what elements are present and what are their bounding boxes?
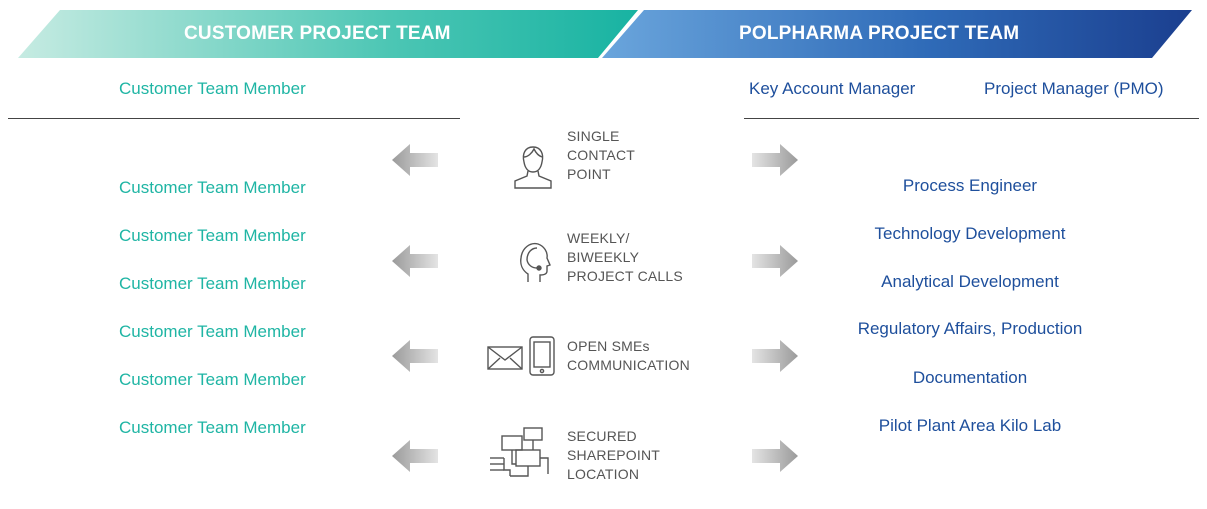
channel-line: POINT <box>567 166 611 182</box>
arrow-right-icon <box>752 340 798 372</box>
channel-line: SECURED <box>567 428 637 444</box>
customer-header-label: Customer Team Member <box>119 79 306 98</box>
polpharma-role: Analytical Development <box>881 272 1059 291</box>
channel-line: WEEKLY/ <box>567 230 630 246</box>
channel-sme-communication: OPEN SMEs COMMUNICATION <box>567 337 690 375</box>
polpharma-banner-shape <box>602 10 1192 58</box>
channel-single-contact: SINGLE CONTACT POINT <box>567 127 635 184</box>
customer-member: Customer Team Member <box>119 178 306 197</box>
headset-icon <box>520 242 551 282</box>
customer-member: Customer Team Member <box>119 226 306 245</box>
arrow-left-icon <box>392 440 438 472</box>
arrow-right-icon <box>752 245 798 277</box>
polpharma-banner: POLPHARMA PROJECT TEAM <box>602 10 1192 58</box>
customer-header-rule <box>8 118 460 119</box>
polpharma-role: Regulatory Affairs, Production <box>857 319 1083 338</box>
polpharma-role: Technology Development <box>874 224 1066 243</box>
arrow-left-icon <box>392 245 438 277</box>
customer-member: Customer Team Member <box>119 370 306 389</box>
polpharma-role: Documentation <box>912 368 1028 387</box>
polpharma-role: Process Engineer <box>902 176 1038 195</box>
mail-phone-icon <box>487 336 555 376</box>
customer-banner-title: CUSTOMER PROJECT TEAM <box>184 23 451 44</box>
channel-sharepoint: SECURED SHAREPOINT LOCATION <box>567 427 660 484</box>
key-account-manager-label: Key Account Manager <box>749 79 916 98</box>
polpharma-header-rule <box>744 118 1199 119</box>
customer-member: Customer Team Member <box>119 274 306 293</box>
channel-line: COMMUNICATION <box>567 357 690 373</box>
channel-project-calls: WEEKLY/ BIWEEKLY PROJECT CALLS <box>567 229 683 286</box>
network-icon <box>490 427 549 477</box>
channel-line: SHAREPOINT <box>567 447 661 463</box>
polpharma-banner-title: POLPHARMA PROJECT TEAM <box>739 23 1020 44</box>
channel-line: LOCATION <box>567 466 640 482</box>
channel-line: PROJECT CALLS <box>567 268 683 284</box>
arrow-left-icon <box>392 340 438 372</box>
channel-line: BIWEEKLY <box>567 249 640 265</box>
customer-member: Customer Team Member <box>119 418 306 437</box>
customer-banner: CUSTOMER PROJECT TEAM <box>18 10 638 58</box>
customer-banner-shape <box>18 10 638 58</box>
customer-member: Customer Team Member <box>119 322 306 341</box>
project-manager-label: Project Manager (PMO) <box>984 79 1164 98</box>
person-icon <box>514 146 552 189</box>
arrow-right-icon <box>752 440 798 472</box>
arrow-right-icon <box>752 144 798 176</box>
channel-line: CONTACT <box>567 147 636 163</box>
channel-line: SINGLE <box>567 128 620 144</box>
arrow-left-icon <box>392 144 438 176</box>
polpharma-role: Pilot Plant Area Kilo Lab <box>878 416 1062 435</box>
channel-line: OPEN SMEs <box>567 338 650 354</box>
